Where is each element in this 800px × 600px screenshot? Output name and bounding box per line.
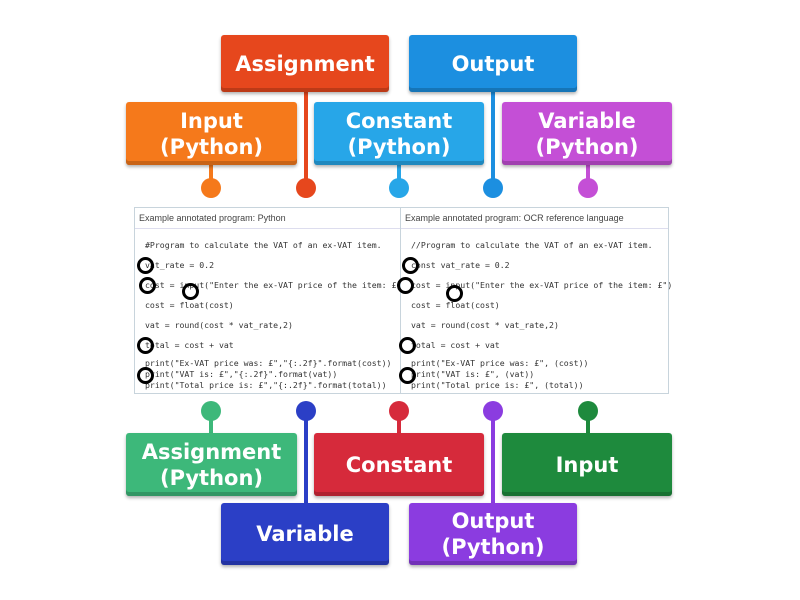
code-line: print("Ex-VAT price was: £","{:.2f}".for… [145,358,392,368]
connector [209,165,213,190]
connector [491,411,495,506]
pin-assignment[interactable] [296,178,316,198]
drop-target[interactable] [402,257,419,274]
code-line: cost = float(cost) [411,300,500,310]
code-line: cost = input("Enter the ex-VAT price of … [411,280,673,290]
connector [397,165,401,190]
drop-target[interactable] [182,283,199,300]
code-line: #Program to calculate the VAT of an ex-V… [145,240,382,250]
code-line: total = cost + vat [411,340,500,350]
drop-target[interactable] [399,337,416,354]
pin-variable-python[interactable] [578,178,598,198]
pin-assignment-python[interactable] [201,401,221,421]
panel-title: Example annotated program: OCR reference… [401,208,668,229]
tile-variable-python[interactable]: Variable (Python) [502,102,672,165]
pin-constant-python[interactable] [389,178,409,198]
tile-assignment[interactable]: Assignment [221,35,389,92]
tile-constant[interactable]: Constant [314,433,484,496]
connector [304,411,308,506]
pin-output-python[interactable] [483,401,503,421]
pin-variable[interactable] [296,401,316,421]
connector [209,411,213,436]
drop-target[interactable] [139,277,156,294]
connector [397,411,401,436]
tile-output[interactable]: Output [409,35,577,92]
python-code-panel: Example annotated program: Python #Progr… [134,207,406,394]
drop-target[interactable] [137,257,154,274]
code-line: print("VAT is: £","{:.2f}".format(vat)) [145,369,338,379]
tile-variable[interactable]: Variable [221,503,389,565]
code-line: print("Total price is: £","{:.2f}".forma… [145,380,387,390]
pin-constant[interactable] [389,401,409,421]
code-line: const vat_rate = 0.2 [411,260,510,270]
tile-input[interactable]: Input [502,433,672,496]
connector [586,165,590,190]
drop-target[interactable] [446,285,463,302]
tile-input-python[interactable]: Input (Python) [126,102,297,165]
pin-input-python[interactable] [201,178,221,198]
connector [491,92,495,192]
code-line: total = cost + vat [145,340,234,350]
drop-target[interactable] [399,367,416,384]
code-line: vat = round(cost * vat_rate,2) [411,320,559,330]
code-line: print("Ex-VAT price was: £", (cost)) [411,358,589,368]
drop-target[interactable] [137,367,154,384]
drop-target[interactable] [137,337,154,354]
code-line: cost = float(cost) [145,300,234,310]
tile-assignment-python[interactable]: Assignment (Python) [126,433,297,496]
pin-input[interactable] [578,401,598,421]
connector [304,92,308,192]
code-line: print("VAT is: £", (vat)) [411,369,535,379]
code-line: print("Total price is: £", (total)) [411,380,584,390]
panel-title: Example annotated program: Python [135,208,400,229]
ocr-code-panel: Example annotated program: OCR reference… [400,207,673,394]
code-line: vat = round(cost * vat_rate,2) [145,320,293,330]
code-line: //Program to calculate the VAT of an ex-… [411,240,653,250]
pin-output[interactable] [483,178,503,198]
drop-target[interactable] [397,277,414,294]
code-line: vat_rate = 0.2 [145,260,215,270]
tile-output-python[interactable]: Output (Python) [409,503,577,565]
connector [586,411,590,436]
tile-constant-python[interactable]: Constant (Python) [314,102,484,165]
